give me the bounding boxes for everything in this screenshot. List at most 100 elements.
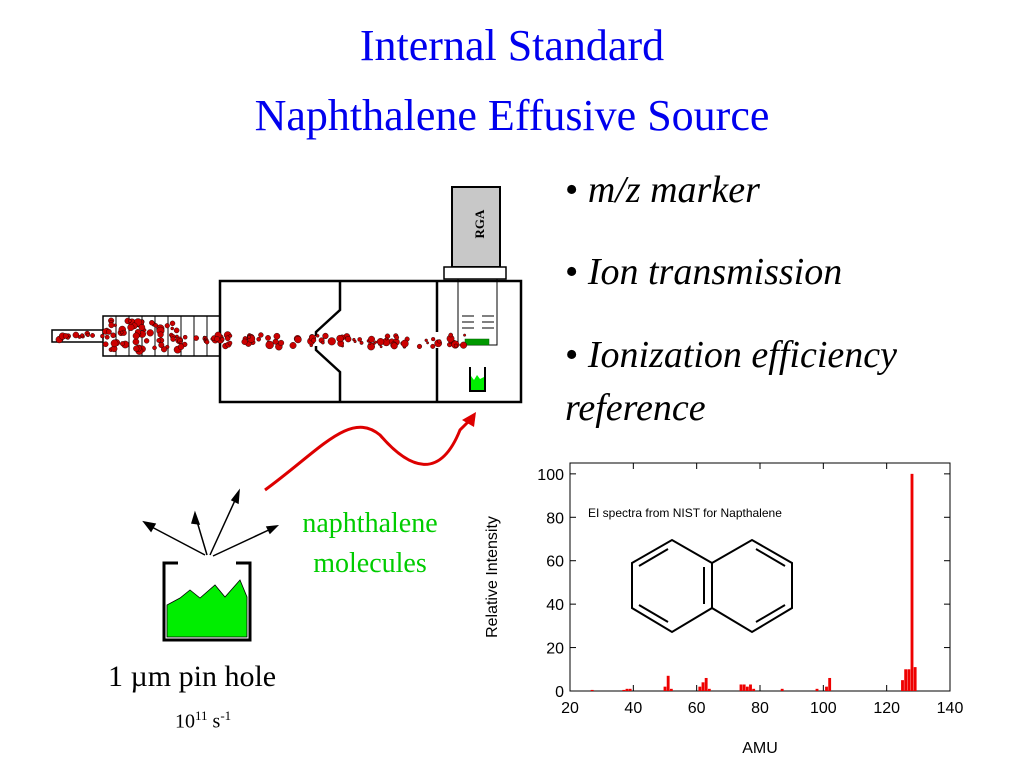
molecule-dot: [179, 340, 183, 345]
y-tick-label: 40: [546, 597, 564, 614]
molecule-dot: [424, 338, 428, 342]
spectrum-bar: [707, 688, 711, 691]
spectrum-bars: [590, 473, 917, 691]
small-reservoir: [469, 367, 486, 392]
molecule-dot: [265, 335, 271, 341]
molecule-dot: [90, 333, 95, 338]
molecule-dot: [294, 335, 302, 344]
molecule-dot: [315, 334, 320, 338]
rate-exponent: 11: [195, 708, 208, 723]
ionizer-grids: [462, 315, 494, 329]
molecule-dot: [152, 345, 157, 351]
y-tick-label: 0: [555, 684, 564, 701]
x-tick-label: 80: [751, 700, 769, 717]
molecule-dot: [448, 332, 454, 338]
molecule-dot: [374, 340, 378, 344]
molecule-dot: [336, 334, 344, 343]
molecule-dot: [153, 323, 158, 328]
molecule-dot: [110, 339, 119, 348]
x-tick-label: 40: [624, 700, 642, 717]
x-tick-label: 120: [873, 700, 900, 717]
bullet-mark: •: [565, 169, 579, 211]
x-tick-label: 60: [688, 700, 706, 717]
y-axis-label: Relative Intensity: [484, 516, 501, 638]
molecule-dot: [193, 335, 199, 341]
molecule-dot: [102, 341, 109, 348]
molecule-dot: [345, 335, 352, 343]
molecules-label-line-1: naphthalene: [302, 508, 438, 539]
spectrum-bar: [904, 669, 908, 691]
molecule-dot: [204, 339, 210, 345]
molecule-dot: [453, 343, 458, 348]
spectrum-bar: [780, 688, 784, 691]
molecule-dot: [265, 340, 274, 350]
molecule-dot: [220, 337, 225, 342]
spectrum-bar: [913, 667, 917, 691]
molecules-label-line-2: molecules: [313, 548, 427, 579]
molecule-dot: [273, 332, 281, 340]
bullet-ionization-efficiency-cont: reference: [565, 386, 706, 430]
molecule-dot: [379, 345, 383, 349]
molecule-dot: [385, 337, 389, 341]
x-axis-label: AMU: [742, 740, 778, 757]
molecule-dot: [133, 345, 140, 352]
molecule-dot: [157, 331, 164, 338]
molecule-dot: [357, 337, 362, 342]
molecule-dot: [175, 334, 179, 339]
x-tick-label: 100: [810, 700, 837, 717]
molecule-dot: [278, 339, 285, 346]
large-reservoir: [162, 561, 252, 642]
y-tick-label: 80: [546, 510, 564, 527]
molecule-dot: [400, 339, 409, 348]
spectrum-bar: [828, 677, 832, 691]
rate-base: 10: [175, 710, 195, 733]
molecule-dot: [258, 332, 264, 338]
bullet-mark: •: [565, 251, 579, 293]
molecule-dot: [394, 335, 400, 340]
molecule-dot: [437, 339, 442, 344]
molecule-dot: [327, 337, 336, 346]
spectrum-bar: [704, 677, 708, 691]
transfer-arrow-head: [462, 412, 476, 427]
spectrum-bar: [752, 688, 756, 691]
spectrum-bar: [901, 680, 904, 691]
flux-rate-label: 1011 s-1: [175, 708, 231, 734]
heater-filament: [464, 338, 490, 346]
molecule-dot: [460, 341, 468, 349]
molecule-dot: [309, 343, 313, 348]
molecule-dot: [431, 337, 436, 342]
spectrum-bar: [590, 689, 594, 691]
molecule-dot: [170, 326, 174, 331]
molecule-dot: [228, 333, 233, 338]
x-tick-label: 20: [561, 700, 579, 717]
molecule-dot: [149, 320, 155, 326]
molecule-dot: [110, 332, 116, 339]
spectrum-bar: [739, 684, 743, 691]
molecule-dot: [143, 338, 150, 344]
slide-title-line-2: Naphthalene Effusive Source: [254, 91, 770, 140]
molecule-dot: [119, 330, 124, 335]
molecule-dot: [359, 340, 364, 345]
molecule-dot: [182, 334, 188, 340]
spectrum-bar: [745, 686, 749, 691]
spectrum-bar: [622, 689, 626, 691]
effusion-arrows: [142, 488, 280, 557]
spectrum-bar: [910, 473, 914, 691]
molecule-dot: [321, 340, 325, 345]
large-reservoir-liquid: [166, 579, 248, 638]
plot-frame: [569, 462, 951, 692]
spectrum-bar: [749, 684, 752, 691]
slide-title-line-1: Internal Standard: [359, 21, 665, 70]
molecule-dot: [127, 319, 132, 323]
skimmer-top: [314, 281, 342, 336]
bullet-text: Ionization efficiency: [587, 334, 897, 376]
molecule-dot: [85, 332, 90, 338]
skimmer-bottom: [314, 346, 342, 402]
spectrum-bar: [669, 688, 673, 691]
molecule-dot: [463, 333, 467, 337]
molecule-dot: [106, 328, 112, 335]
bullet-text: Ion transmission: [587, 251, 843, 293]
